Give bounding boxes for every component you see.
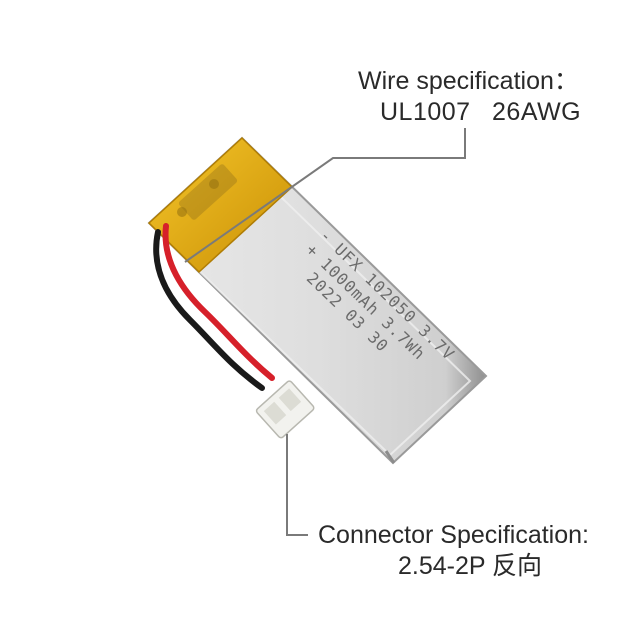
wire-callout-line [184, 128, 466, 263]
connector [255, 380, 315, 439]
connector-spec-value: 2.54-2P 反向 [398, 552, 543, 580]
lead-wires [153, 223, 275, 391]
wire-spec-title: Wire specification： [358, 67, 579, 95]
wire-spec-value: UL1007 26AWG [380, 98, 582, 126]
connector-spec-title: Connector Specification: [318, 521, 589, 549]
connector-callout-line [286, 434, 308, 536]
